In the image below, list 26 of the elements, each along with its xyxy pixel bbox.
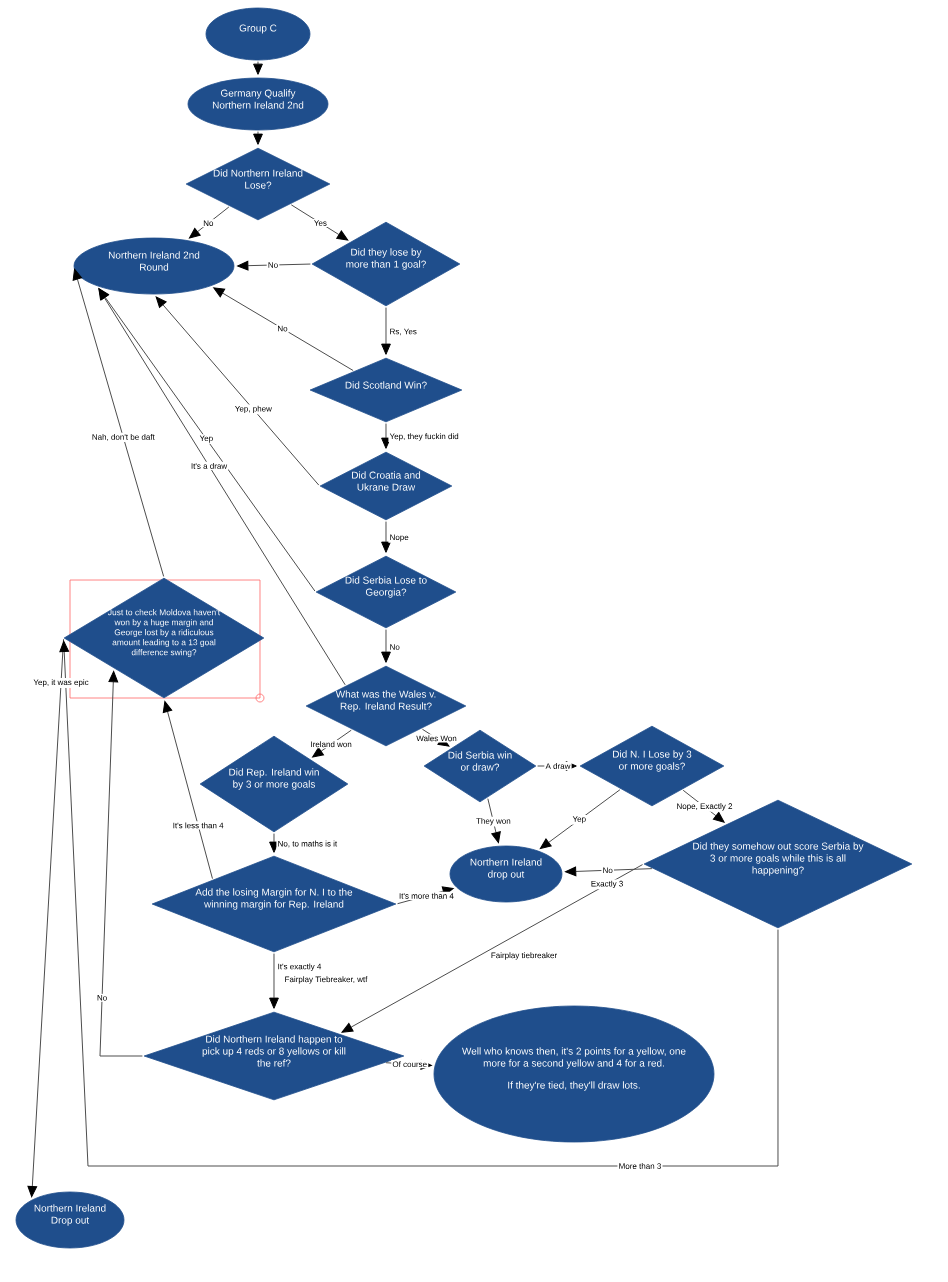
arrow [98, 288, 316, 592]
arrow [381, 423, 391, 449]
arrow [253, 131, 263, 145]
arrow [269, 833, 279, 853]
arrow [98, 288, 346, 686]
arrow [290, 204, 349, 241]
arrow [682, 789, 725, 823]
arrow [381, 521, 391, 553]
arrow [269, 953, 279, 1009]
arrow [155, 296, 320, 486]
arrow [59, 640, 779, 1167]
arrow [72, 268, 165, 577]
arrow [381, 629, 391, 663]
arrow [99, 671, 143, 1057]
arrow [237, 260, 311, 271]
arrow [341, 864, 644, 1033]
arrow [312, 729, 352, 758]
arrow [381, 307, 391, 355]
arrow [487, 798, 501, 844]
arrow [253, 61, 263, 75]
arrow [162, 701, 213, 880]
arrow [539, 789, 621, 850]
arrow [213, 287, 354, 371]
arrow [565, 866, 653, 877]
arrow [27, 638, 65, 1198]
arrow [188, 206, 230, 239]
